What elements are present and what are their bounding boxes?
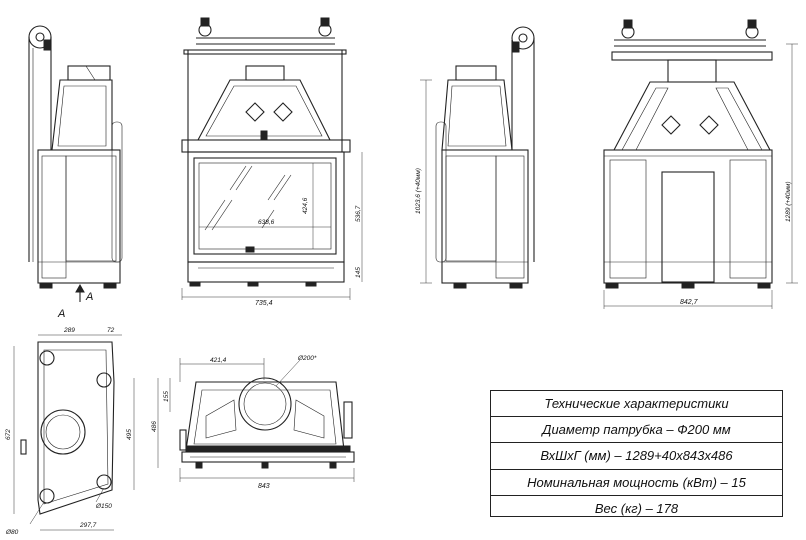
dim-base-height: 145 xyxy=(355,267,362,278)
dim-top-width: 843 xyxy=(258,483,270,490)
dim-plan-phi-150: Ø150 xyxy=(95,503,112,510)
spec-power: Номинальная мощность (кВт) – 15 xyxy=(491,470,782,496)
dim-plan-phi-80: Ø80 xyxy=(5,529,19,536)
dim-back-height: 1289 (+40мм) xyxy=(785,181,792,222)
spec-pipe-diameter: Диаметр патрубка – Ф200 мм xyxy=(491,417,782,444)
dim-plan-left-height: 672 xyxy=(5,429,12,440)
spec-table: Технические характеристики Диаметр патру… xyxy=(490,390,783,517)
dim-plan-right-height: 495 xyxy=(126,429,133,440)
dim-plan-top-left: 289 xyxy=(63,327,75,334)
section-label-a-lower: A xyxy=(57,308,65,320)
spec-title: Технические характеристики xyxy=(491,391,782,418)
dim-front-width: 735,4 xyxy=(255,300,273,307)
dim-top-offset: 421,4 xyxy=(210,357,227,364)
dim-door-height: 536,7 xyxy=(355,205,362,222)
dim-top-left-large: 486 xyxy=(151,421,158,432)
dim-top-phi: Ø200* xyxy=(297,355,317,362)
dim-plan-bottom-width: 297,7 xyxy=(79,522,97,529)
dim-glass-width: 638,6 xyxy=(258,219,275,226)
spec-weight: Вес (кг) – 178 xyxy=(594,500,679,516)
side-view-left: A A xyxy=(28,25,123,320)
dim-top-left-small: 155 xyxy=(163,391,170,402)
back-view: 1289 (+40мм) 842,7 xyxy=(603,19,798,309)
top-view: 421,4 Ø200* 155 486 843 xyxy=(151,355,355,490)
front-view: 638,6 424,6 536,7 145 735,4 xyxy=(181,17,363,307)
plan-view: 289 72 672 495 297,7 Ø150 Ø80 xyxy=(5,327,135,536)
dim-back-width: 842,7 xyxy=(680,299,699,306)
dim-plan-top-right: 72 xyxy=(107,327,115,334)
spec-dimensions: ВхШхГ (мм) – 1289+40х843х486 xyxy=(491,443,782,470)
dim-glass-height: 424,6 xyxy=(302,197,309,214)
section-label-a: A xyxy=(85,291,93,303)
side-view-right: 1023,6 (+40мм) xyxy=(415,26,535,289)
dim-side-height: 1023,6 (+40мм) xyxy=(415,168,422,214)
